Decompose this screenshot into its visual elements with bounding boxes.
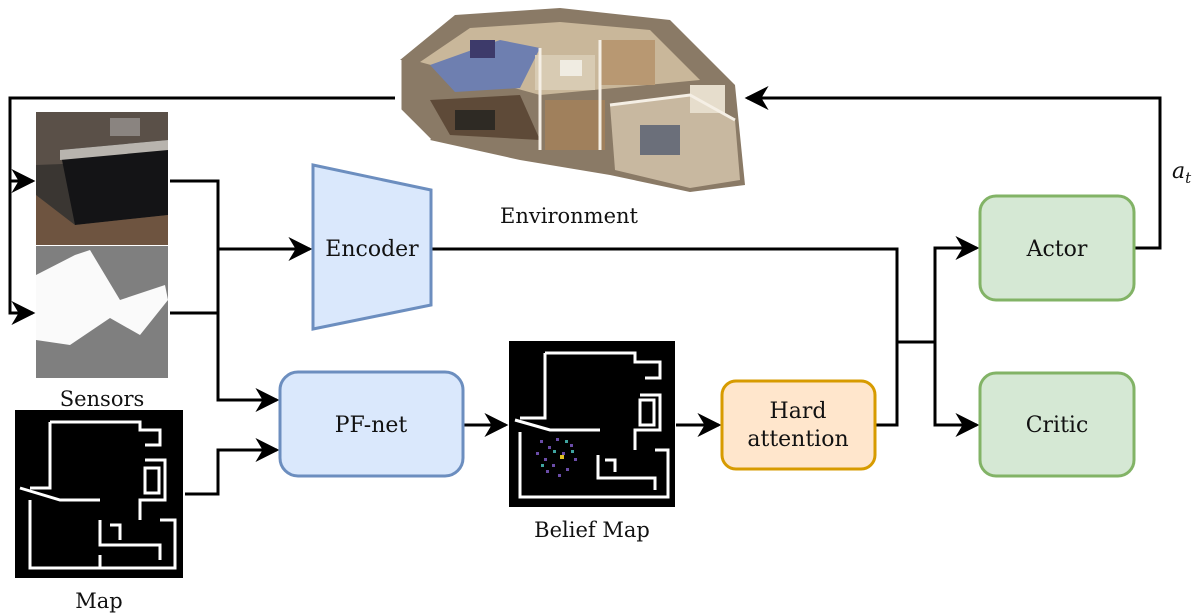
pfnet-node: PF-net xyxy=(278,370,465,478)
depth-sensor-image xyxy=(36,246,168,378)
action-symbol: a xyxy=(1172,159,1185,184)
action-subscript: t xyxy=(1185,169,1192,187)
belief-map-label: Belief Map xyxy=(534,518,650,542)
environment-image xyxy=(398,8,745,192)
connectors xyxy=(8,86,1162,496)
actor-label: Actor xyxy=(1026,237,1088,262)
encoder-node: Encoder xyxy=(311,163,433,331)
pfnet-label: PF-net xyxy=(335,413,408,438)
rgb-sensor-image xyxy=(36,112,168,245)
actor-node: Actor xyxy=(978,194,1136,302)
hard-attention-label-line1: Hard xyxy=(770,399,827,424)
map-label: Map xyxy=(75,589,122,613)
hard-attention-node: Hard attention xyxy=(720,379,877,471)
environment-label: Environment xyxy=(500,204,639,228)
critic-label: Critic xyxy=(1026,413,1089,438)
hard-attention-label-line2: attention xyxy=(747,427,848,452)
action-label: at xyxy=(1172,159,1192,187)
map-image xyxy=(15,410,183,578)
encoder-label: Encoder xyxy=(325,237,419,262)
sensors-label: Sensors xyxy=(60,387,145,411)
belief-map-image xyxy=(509,341,675,507)
critic-node: Critic xyxy=(978,371,1136,478)
